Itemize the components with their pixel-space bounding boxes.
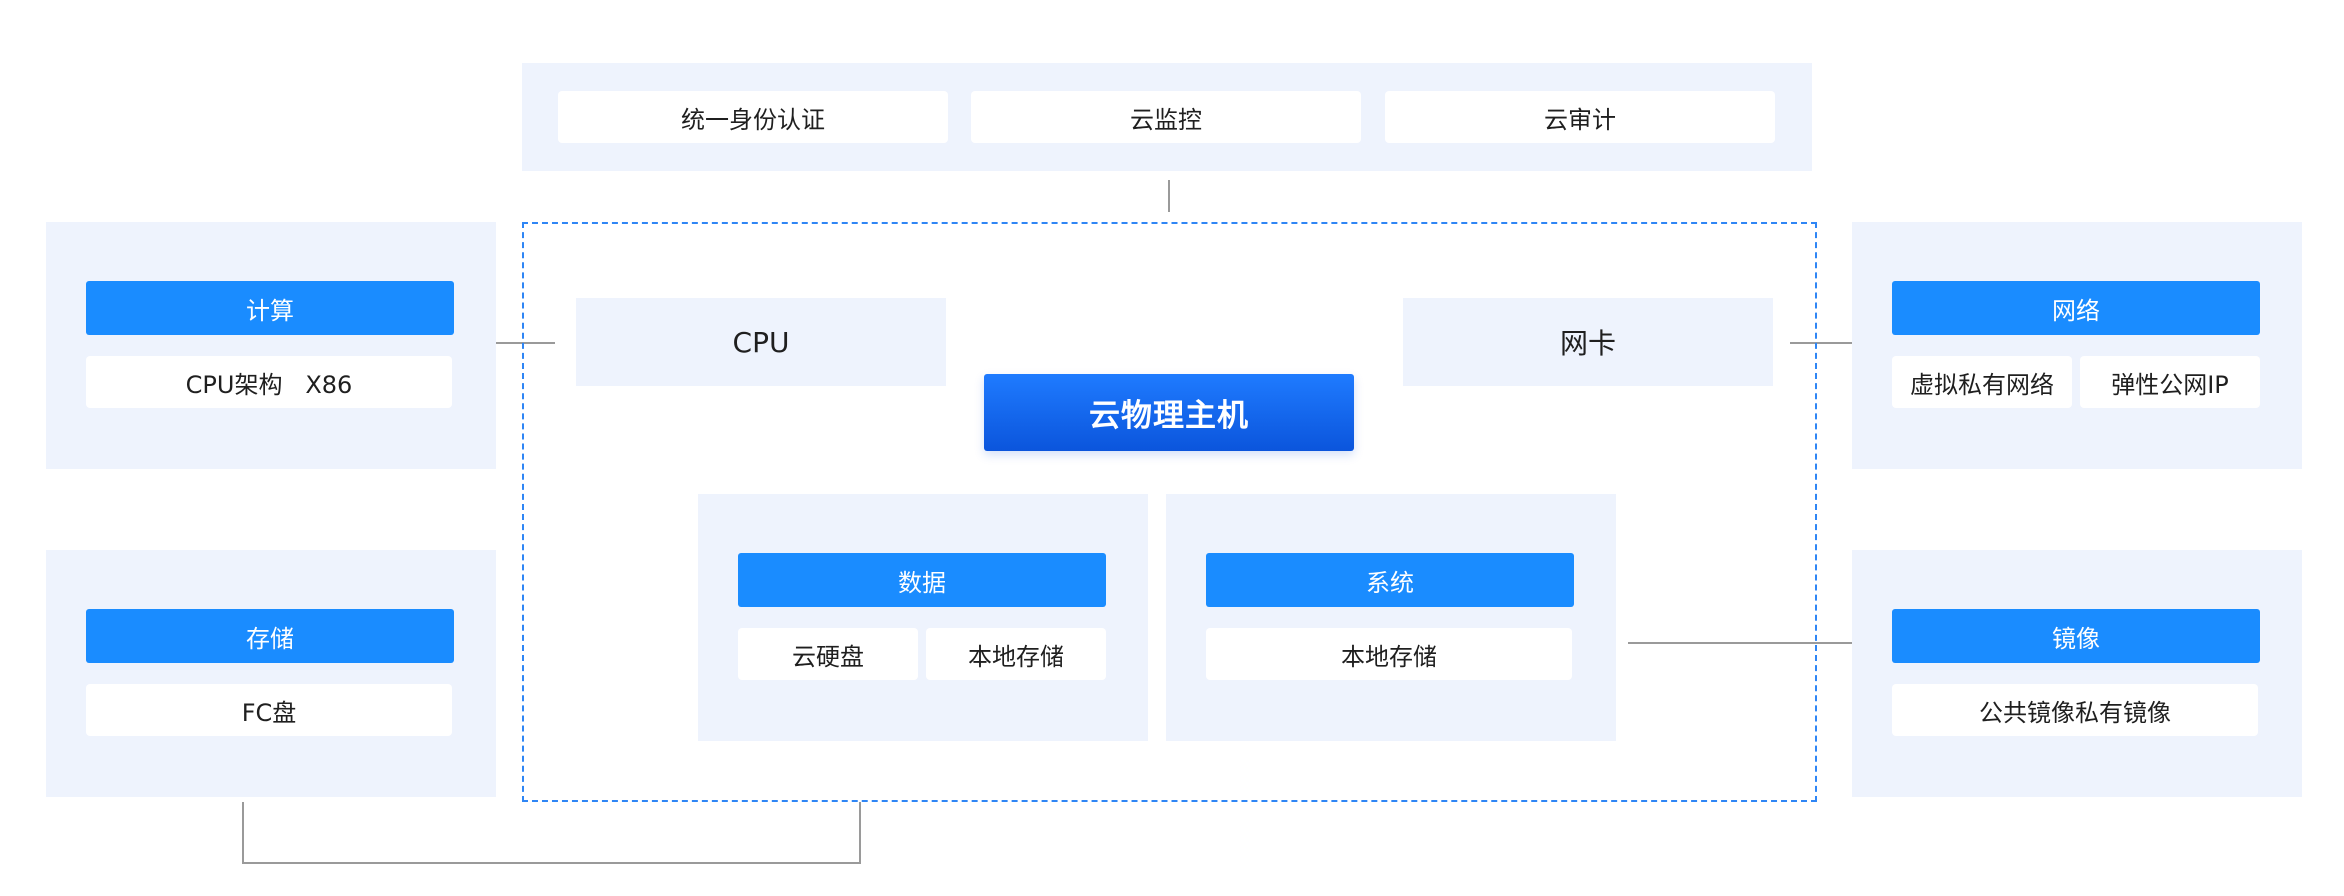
service-cloud-monitor[interactable]: 云监控 bbox=[971, 91, 1361, 143]
compute-title[interactable]: 计算 bbox=[86, 281, 454, 335]
cpu-block[interactable]: CPU bbox=[576, 298, 946, 386]
network-panel: 网络 虚拟私有网络 弹性公网IP bbox=[1852, 222, 2302, 469]
compute-panel: 计算 CPU架构 X86 bbox=[46, 222, 496, 469]
system-item-local-storage[interactable]: 本地存储 bbox=[1206, 628, 1572, 680]
image-title[interactable]: 镜像 bbox=[1892, 609, 2260, 663]
system-module-title[interactable]: 系统 bbox=[1206, 553, 1574, 607]
bare-metal-frame bbox=[522, 222, 1817, 802]
storage-item-fc-disk[interactable]: FC盘 bbox=[86, 684, 452, 736]
data-item-local-storage[interactable]: 本地存储 bbox=[926, 628, 1106, 680]
top-services-panel: 统一身份认证 云监控 云审计 bbox=[522, 63, 1812, 171]
nic-block[interactable]: 网卡 bbox=[1403, 298, 1773, 386]
image-panel: 镜像 公共镜像私有镜像 bbox=[1852, 550, 2302, 797]
service-identity-auth[interactable]: 统一身份认证 bbox=[558, 91, 948, 143]
connector-storage-to-data bbox=[242, 802, 861, 864]
system-module-panel: 系统 本地存储 bbox=[1166, 494, 1616, 741]
network-item-eip[interactable]: 弹性公网IP bbox=[2080, 356, 2260, 408]
data-module-title[interactable]: 数据 bbox=[738, 553, 1106, 607]
image-item-public-private[interactable]: 公共镜像私有镜像 bbox=[1892, 684, 2258, 736]
network-item-vpc[interactable]: 虚拟私有网络 bbox=[1892, 356, 2072, 408]
data-module-panel: 数据 云硬盘 本地存储 bbox=[698, 494, 1148, 741]
network-title[interactable]: 网络 bbox=[1892, 281, 2260, 335]
data-item-cloud-disk[interactable]: 云硬盘 bbox=[738, 628, 918, 680]
service-cloud-audit[interactable]: 云审计 bbox=[1385, 91, 1775, 143]
bare-metal-hub[interactable]: 云物理主机 bbox=[984, 374, 1354, 451]
storage-title[interactable]: 存储 bbox=[86, 609, 454, 663]
compute-item-cpu-arch[interactable]: CPU架构 X86 bbox=[86, 356, 452, 408]
storage-panel: 存储 FC盘 bbox=[46, 550, 496, 797]
